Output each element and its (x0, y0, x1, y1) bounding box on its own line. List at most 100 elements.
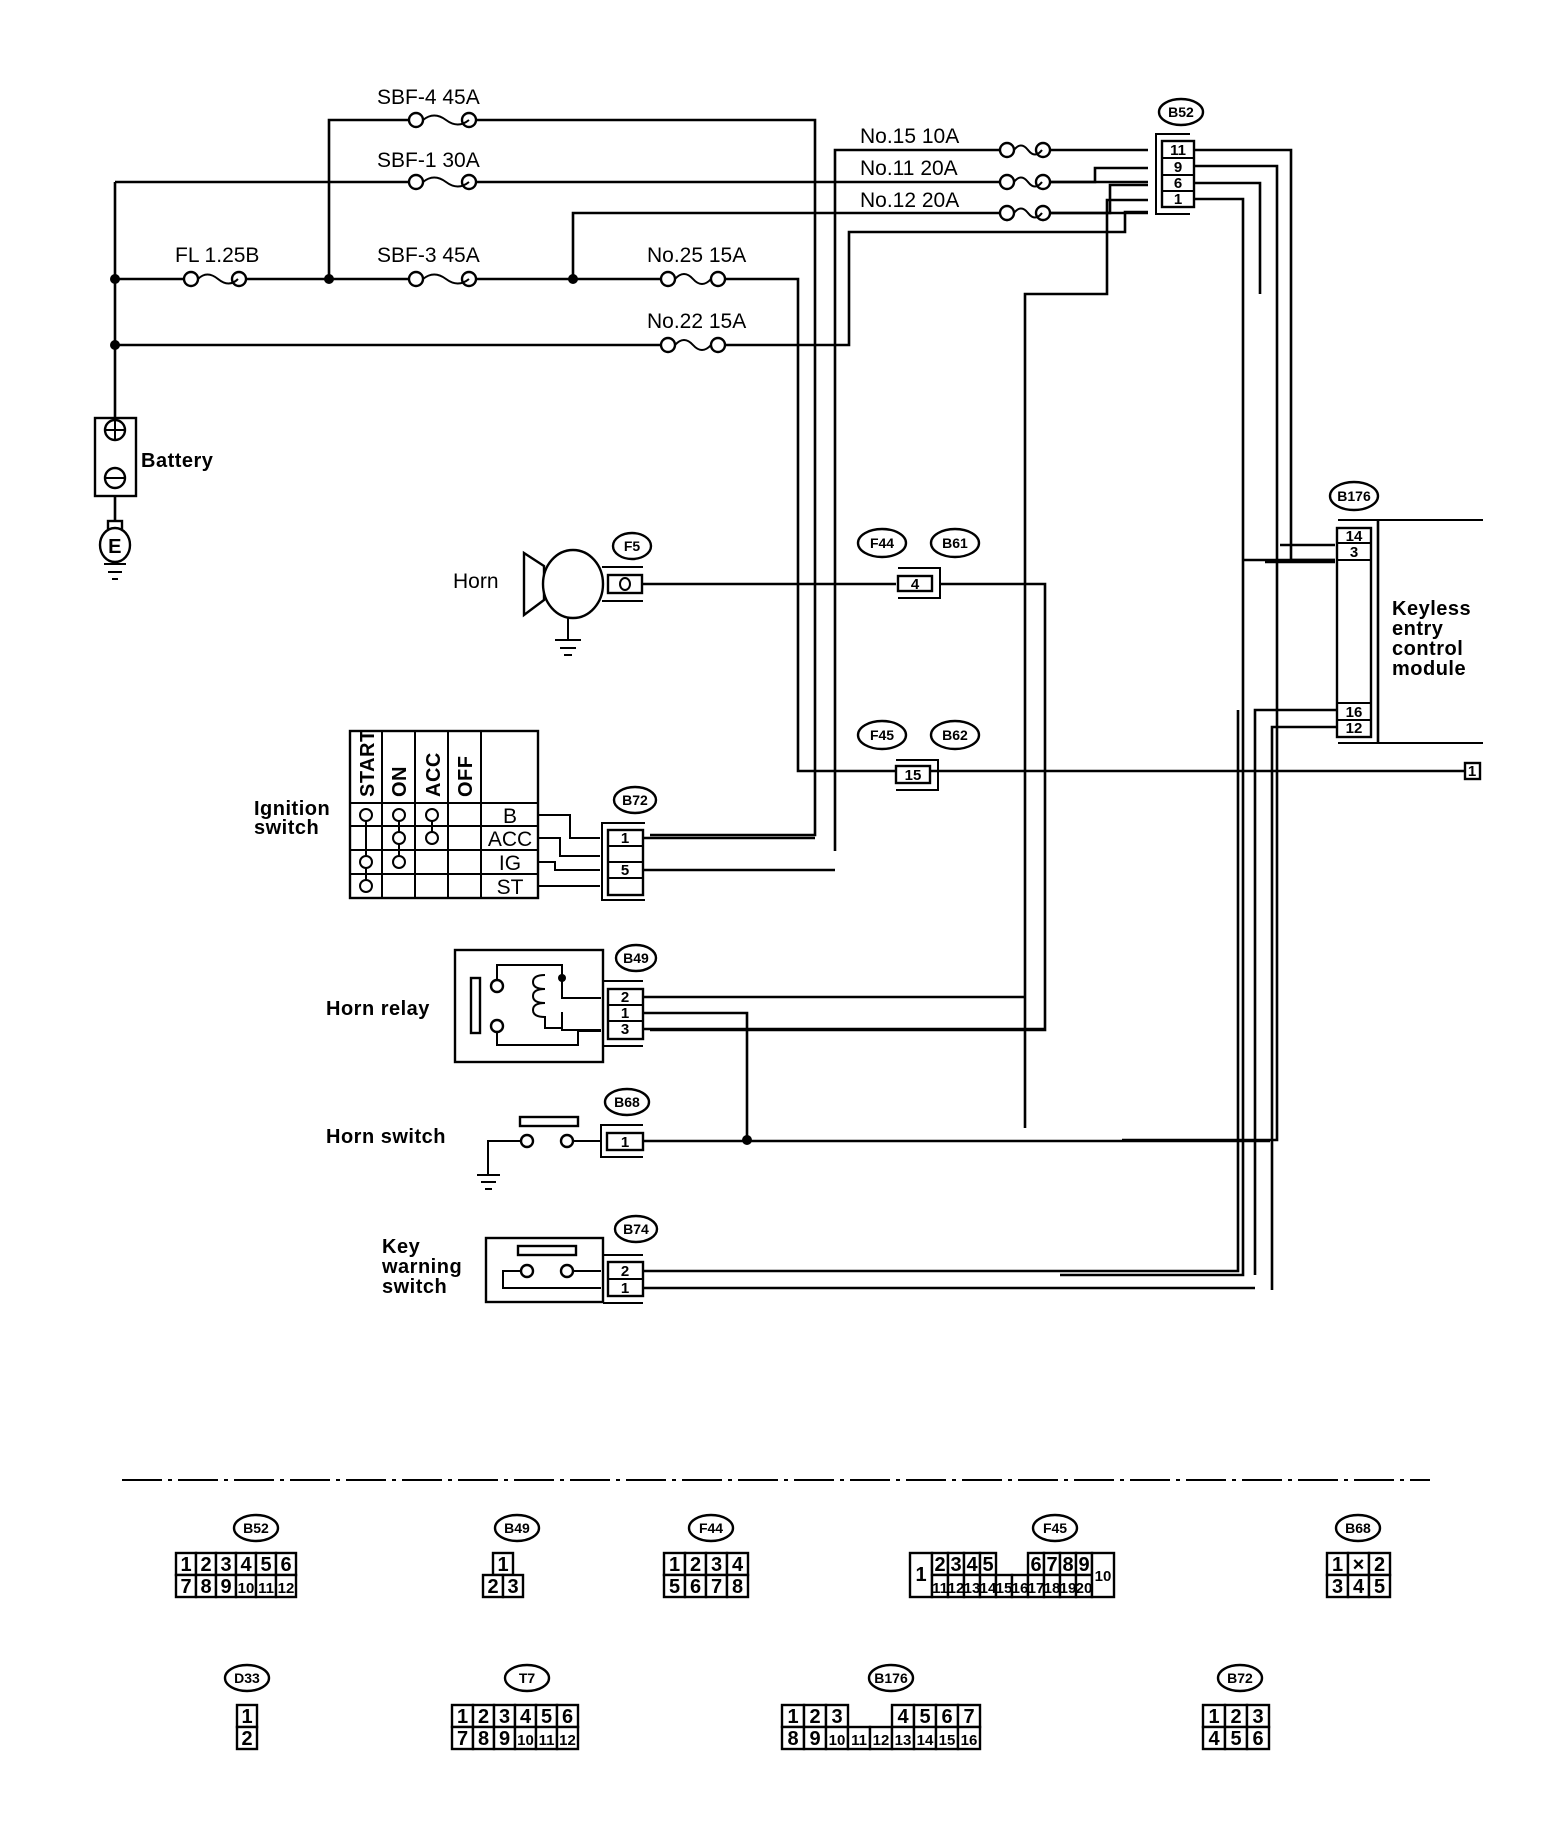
pin-label: 3 (1332, 1576, 1343, 1598)
svg-text:switch: switch (254, 817, 319, 839)
svg-text:switch: switch (382, 1276, 447, 1298)
connector-id-bubble (493, 1513, 541, 1543)
svg-text:6: 6 (1174, 175, 1182, 192)
pin-label: 4 (1353, 1576, 1365, 1598)
pin-label: 10 (829, 1732, 846, 1749)
connector-id-label: B72 (1227, 1670, 1253, 1686)
svg-text:B: B (503, 805, 517, 828)
pin-label: 4 (732, 1554, 744, 1576)
pin-label: 5 (1230, 1728, 1241, 1750)
pin-label: 5 (260, 1554, 271, 1576)
svg-text:Horn switch: Horn switch (326, 1126, 446, 1148)
pin-label: 5 (669, 1576, 680, 1598)
svg-text:Battery: Battery (141, 450, 214, 472)
pin-label: 10 (238, 1580, 255, 1597)
svg-text:No.12 20A: No.12 20A (860, 189, 959, 212)
svg-text:SBF-1 30A: SBF-1 30A (377, 149, 480, 172)
pin-label: 11 (539, 1732, 555, 1749)
svg-text:SBF-4 45A: SBF-4 45A (377, 86, 480, 109)
offpage-connector: 1 (1463, 761, 1482, 781)
pin-label: 1 (241, 1706, 252, 1728)
pin-label: 11 (258, 1580, 274, 1597)
pin-label: 3 (499, 1706, 510, 1728)
pin-label: 12 (559, 1732, 576, 1749)
pin-label: 8 (478, 1728, 489, 1750)
pin-label: 8 (1062, 1554, 1073, 1576)
pin-label: 9 (809, 1728, 820, 1750)
svg-text:16: 16 (1346, 704, 1363, 721)
pin-cell (956, 1725, 982, 1751)
fuse-sbf3: SBF-3 45A (377, 244, 480, 288)
pin-label: × (1353, 1554, 1365, 1576)
pin-label: 16 (1012, 1580, 1029, 1597)
pin-label: 9 (1078, 1554, 1089, 1576)
svg-text:B62: B62 (942, 727, 968, 743)
pin-label: 3 (950, 1554, 961, 1576)
junction-dot (110, 340, 120, 350)
svg-text:1: 1 (621, 830, 629, 847)
pin-label: 7 (180, 1576, 191, 1598)
svg-text:IG: IG (499, 852, 521, 875)
svg-text:SBF-3 45A: SBF-3 45A (377, 244, 480, 267)
svg-text:ST: ST (497, 876, 524, 899)
svg-text:warning: warning (381, 1256, 462, 1278)
pin-label: 4 (966, 1554, 978, 1576)
svg-text:1: 1 (621, 1005, 629, 1022)
connector-id-bubble (503, 1663, 551, 1693)
svg-text:9: 9 (1174, 159, 1182, 176)
svg-text:No.25 15A: No.25 15A (647, 244, 746, 267)
svg-text:START: START (357, 729, 379, 797)
pin-label: 2 (478, 1706, 489, 1728)
svg-text:3: 3 (621, 1021, 629, 1038)
pin-label: 5 (1374, 1576, 1385, 1598)
svg-text:1: 1 (1468, 763, 1476, 780)
pin-label: 12 (948, 1580, 965, 1597)
horn-relay: Horn relay B49 2 1 3 (326, 943, 1045, 1140)
connector-id-bubble (1031, 1513, 1079, 1543)
pin-label: 6 (562, 1706, 573, 1728)
pin-label: 4 (240, 1554, 252, 1576)
pin-cell (1245, 1725, 1271, 1751)
connector-id-bubble (232, 1513, 280, 1543)
connector-b52: B52 11 9 6 1 (1155, 97, 1205, 215)
junction-dots (110, 274, 752, 1145)
pin-label: 2 (487, 1576, 498, 1598)
connector-id-label: B52 (243, 1520, 269, 1536)
svg-text:FL 1.25B: FL 1.25B (175, 244, 259, 267)
pin-label: 15 (996, 1580, 1013, 1597)
svg-text:11: 11 (1170, 142, 1186, 159)
pin-label: 5 (541, 1706, 552, 1728)
svg-text:F45: F45 (870, 727, 894, 743)
pin-label: 7 (711, 1576, 722, 1598)
svg-text:No.22 15A: No.22 15A (647, 310, 746, 333)
pin-label: 1 (915, 1564, 926, 1586)
svg-text:F5: F5 (624, 538, 641, 554)
pin-label: 6 (1252, 1728, 1263, 1750)
svg-text:B61: B61 (942, 535, 968, 551)
svg-text:B52: B52 (1168, 104, 1194, 120)
pin-label: 1 (1332, 1554, 1343, 1576)
power-wires (113, 118, 1465, 837)
pin-label: 2 (241, 1728, 252, 1750)
svg-text:Keyless: Keyless (1392, 598, 1471, 620)
svg-text:OFF: OFF (455, 756, 477, 798)
pin-label: 2 (934, 1554, 945, 1576)
svg-text:F44: F44 (870, 535, 894, 551)
pin-label: 18 (1044, 1580, 1061, 1597)
pin-label: 5 (919, 1706, 930, 1728)
svg-text:2: 2 (621, 989, 629, 1006)
pin-label: 9 (499, 1728, 510, 1750)
svg-text:ACC: ACC (488, 828, 532, 851)
pin-label: 10 (1095, 1568, 1112, 1585)
pin-label: 6 (690, 1576, 701, 1598)
connector-id-label: T7 (519, 1670, 536, 1686)
horn: Horn F5 (453, 531, 896, 656)
pin-label: 7 (1046, 1554, 1057, 1576)
svg-text:B49: B49 (623, 950, 649, 966)
svg-text:4: 4 (911, 576, 920, 593)
pin-label: 1 (787, 1706, 798, 1728)
